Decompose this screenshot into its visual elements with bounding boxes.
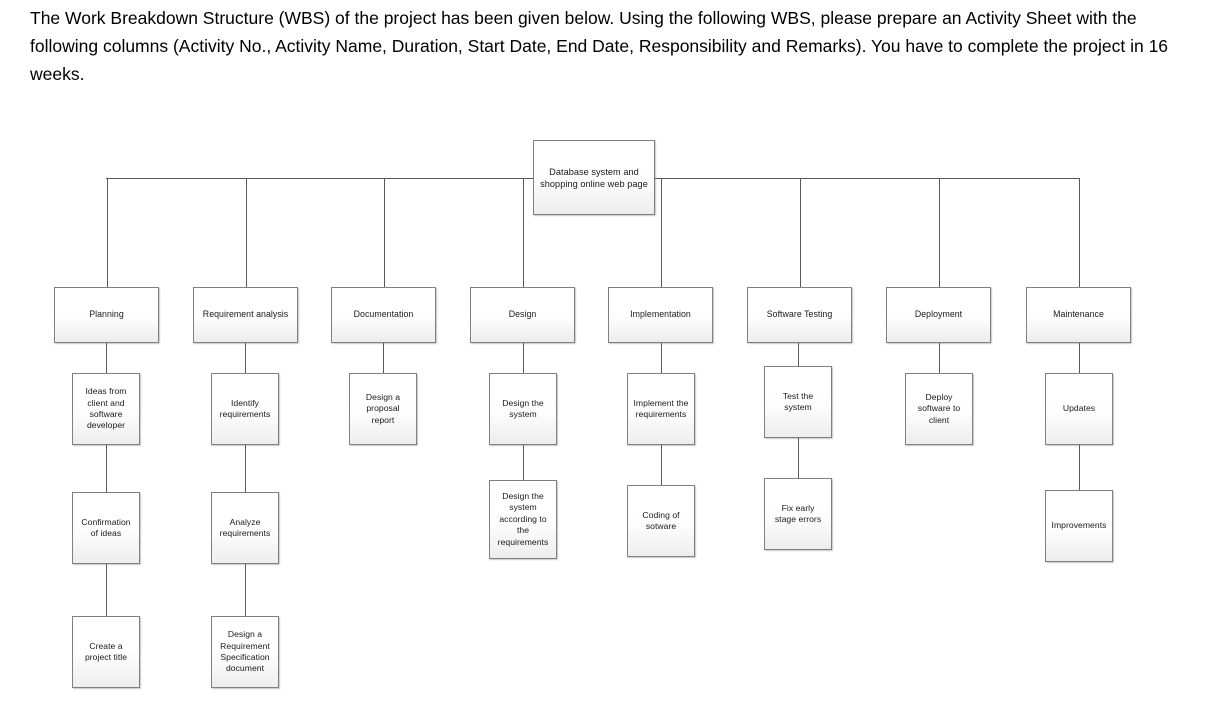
wbs-node-design: Design (470, 287, 575, 343)
wbs-node-planning: Planning (54, 287, 159, 343)
connector-drop-maintenance (1079, 178, 1080, 287)
wbs-node-coding-of-sotware: Coding of sotware (627, 485, 695, 557)
connector-drop-design (523, 178, 524, 287)
wbs-node-create-a-project-title: Create a project title (72, 616, 140, 688)
connector-link-coding-of-sotware (661, 445, 662, 485)
wbs-node-design-a-proposal-report: Design a proposal report (349, 373, 417, 445)
connector-drop-deployment (939, 178, 940, 287)
wbs-node-implement-the-requirements: Implement the requirements (627, 373, 695, 445)
wbs-node-software-testing: Software Testing (747, 287, 852, 343)
connector-link-identify-requirements (245, 343, 246, 373)
wbs-node-updates: Updates (1045, 373, 1113, 445)
wbs-node-maintenance: Maintenance (1026, 287, 1131, 343)
connector-link-confirmation-of-ideas (106, 445, 107, 492)
wbs-node-deploy-software-to-client: Deploy software to client (905, 373, 973, 445)
connector-link-create-a-project-title (106, 564, 107, 616)
wbs-node-improvements: Improvements (1045, 490, 1113, 562)
wbs-node-ideas-from-client-and-software-developer: Ideas from client and software developer (72, 373, 140, 445)
wbs-node-implementation: Implementation (608, 287, 713, 343)
connector-drop-implementation (661, 178, 662, 287)
wbs-node-test-the-system: Test the system (764, 366, 832, 438)
connector-link-updates (1079, 343, 1080, 373)
connector-link-analyze-requirements (245, 445, 246, 492)
connector-link-improvements (1079, 445, 1080, 490)
connector-drop-planning (107, 178, 108, 287)
connector-link-design-the-system-according-to-the-requirements (523, 445, 524, 480)
wbs-node-fix-early-stage-errors: Fix early stage errors (764, 478, 832, 550)
wbs-node-requirement-analysis: Requirement analysis (193, 287, 298, 343)
connector-bus-right (655, 178, 1079, 179)
connector-link-test-the-system (798, 343, 799, 366)
wbs-node-design-a-requirement-specification-document: Design a Requirement Specification docum… (211, 616, 279, 688)
wbs-node-confirmation-of-ideas: Confirmation of ideas (72, 492, 140, 564)
connector-link-fix-early-stage-errors (798, 438, 799, 478)
question-prompt: The Work Breakdown Structure (WBS) of th… (30, 8, 1169, 84)
wbs-node-root: Database system and shopping online web … (533, 140, 655, 215)
connector-drop-software-testing (800, 178, 801, 287)
wbs-node-identify-requirements: Identify requirements (211, 373, 279, 445)
wbs-node-deployment: Deployment (886, 287, 991, 343)
wbs-node-design-the-system: Design the system (489, 373, 557, 445)
connector-link-deploy-software-to-client (939, 343, 940, 373)
connector-link-design-a-proposal-report (383, 343, 384, 373)
connector-drop-documentation (384, 178, 385, 287)
connector-link-design-the-system (523, 343, 524, 373)
wbs-node-design-the-system-according-to-the-requirements: Design the system according to the requi… (489, 480, 557, 559)
wbs-node-analyze-requirements: Analyze requirements (211, 492, 279, 564)
wbs-node-documentation: Documentation (331, 287, 436, 343)
connector-link-implement-the-requirements (661, 343, 662, 373)
connector-bus-left (106, 178, 533, 179)
connector-link-ideas-from-client-and-software-developer (106, 343, 107, 373)
connector-drop-requirement-analysis (246, 178, 247, 287)
connector-link-design-a-requirement-specification-document (245, 564, 246, 616)
